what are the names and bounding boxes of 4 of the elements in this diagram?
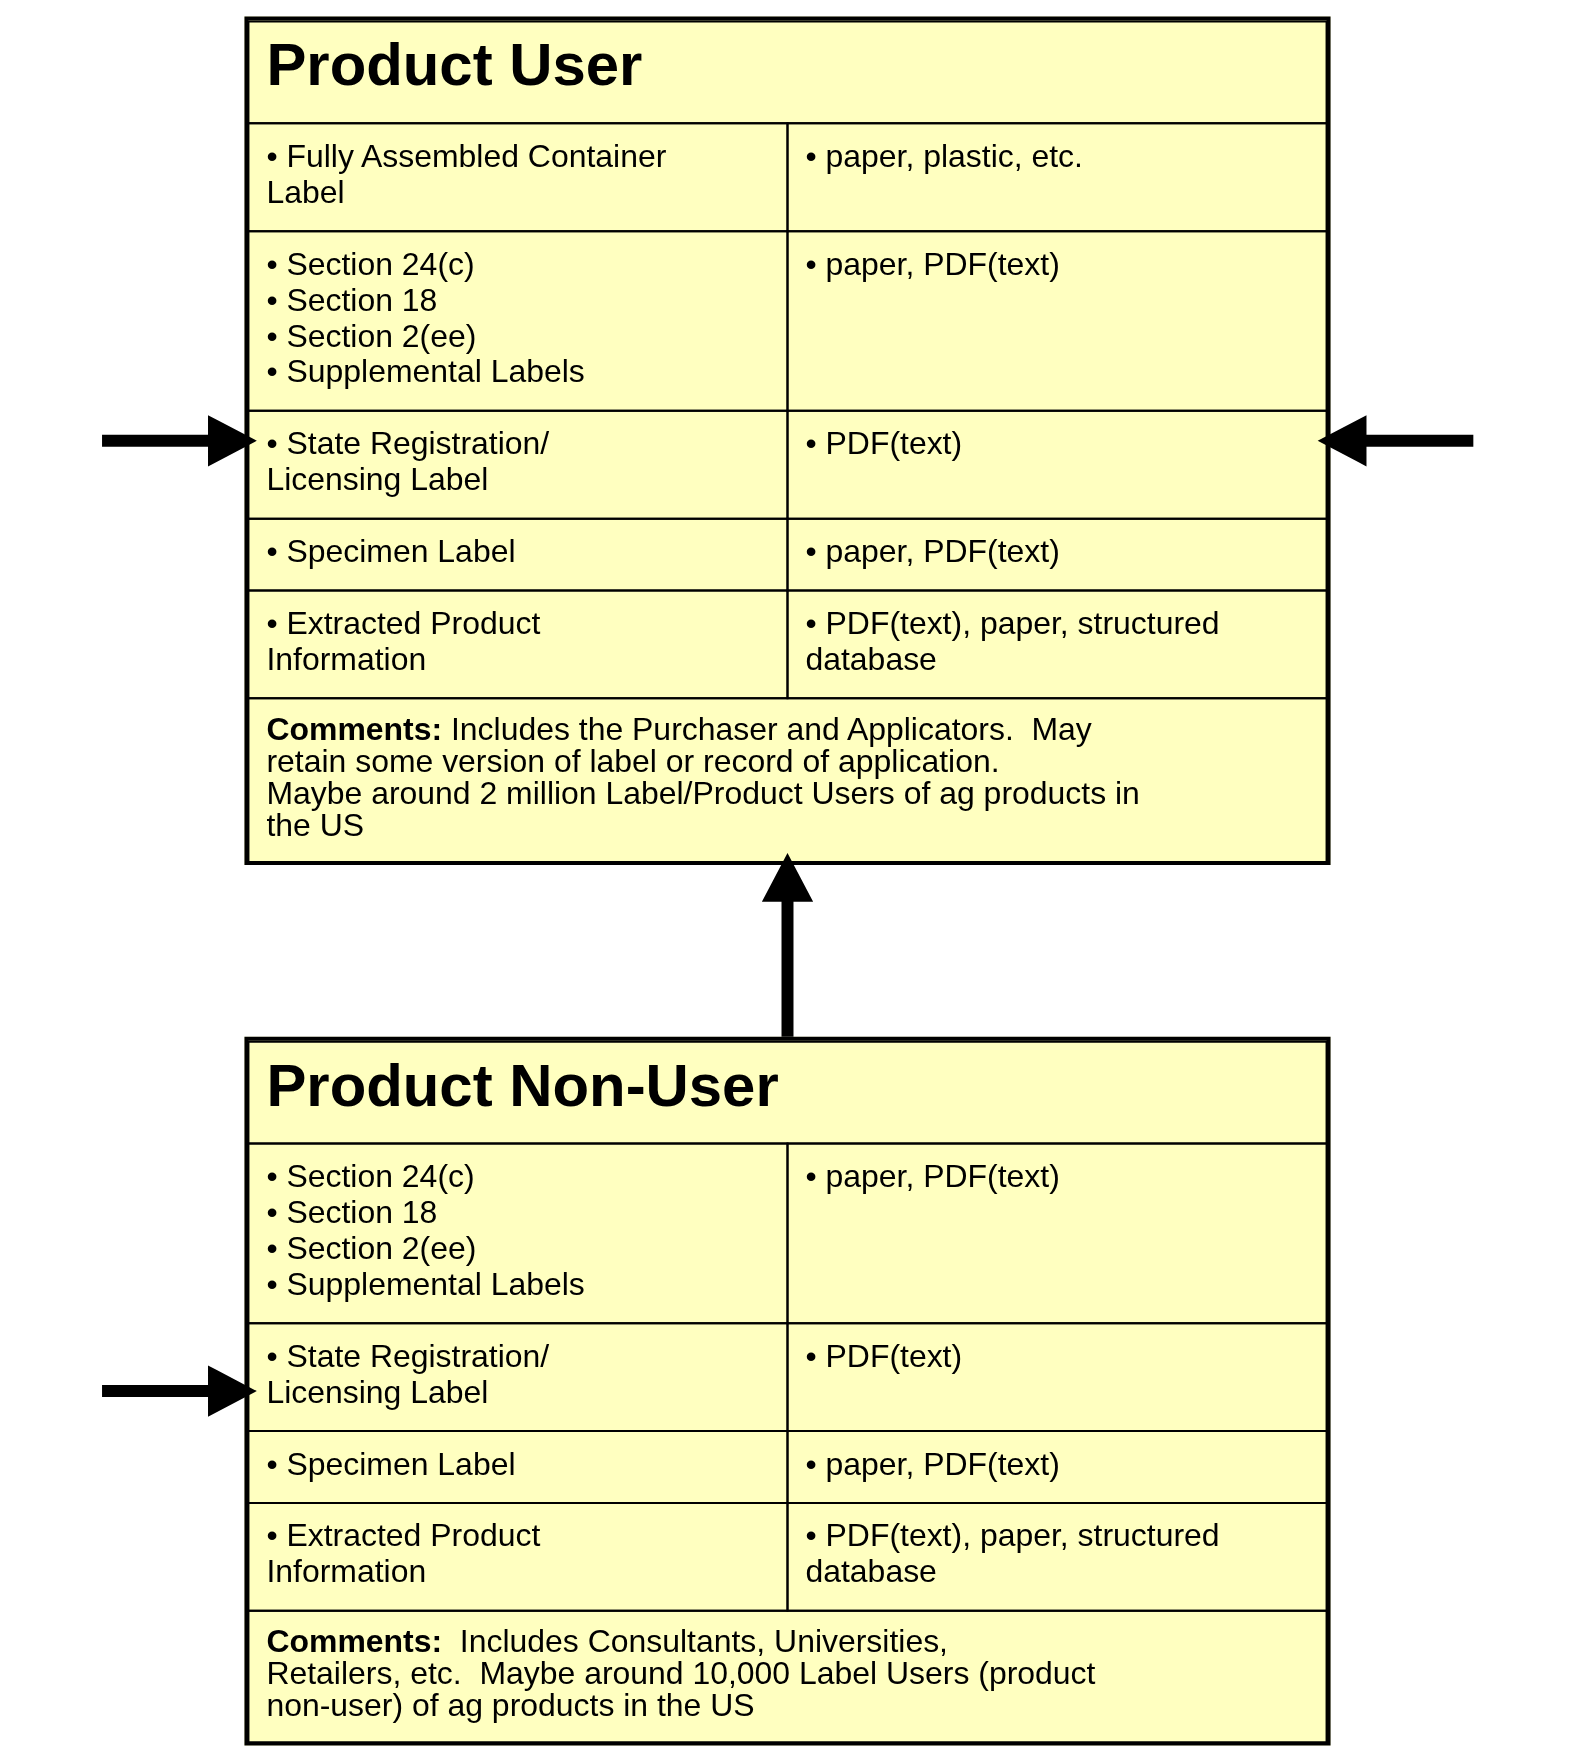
arrow <box>101 415 257 467</box>
arrow <box>101 1365 257 1417</box>
arrow <box>761 852 813 1037</box>
arrow <box>1317 415 1473 467</box>
